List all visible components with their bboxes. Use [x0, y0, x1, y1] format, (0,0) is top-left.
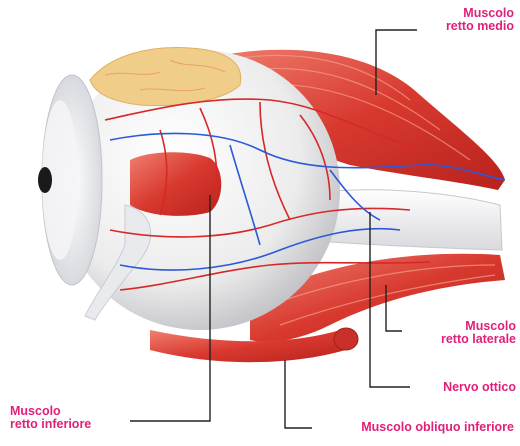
label-retto-inferiore: Muscolo retto inferiore	[10, 405, 91, 431]
leader-obliquo-inferiore	[285, 360, 312, 428]
label-retto-laterale-line2: retto laterale	[441, 333, 516, 346]
label-nervo-ottico: Nervo ottico	[443, 381, 516, 394]
pupil	[38, 167, 52, 193]
fat-pad	[90, 47, 241, 105]
label-retto-laterale: Muscolo retto laterale	[441, 320, 516, 346]
label-obliquo-inferiore: Muscolo obliquo inferiore	[361, 421, 514, 434]
label-retto-inferiore-line2: retto inferiore	[10, 418, 91, 431]
muscle-retto-inferiore	[130, 152, 221, 216]
label-retto-medio-line2: retto medio	[446, 20, 514, 33]
label-retto-medio: Muscolo retto medio	[446, 7, 514, 33]
